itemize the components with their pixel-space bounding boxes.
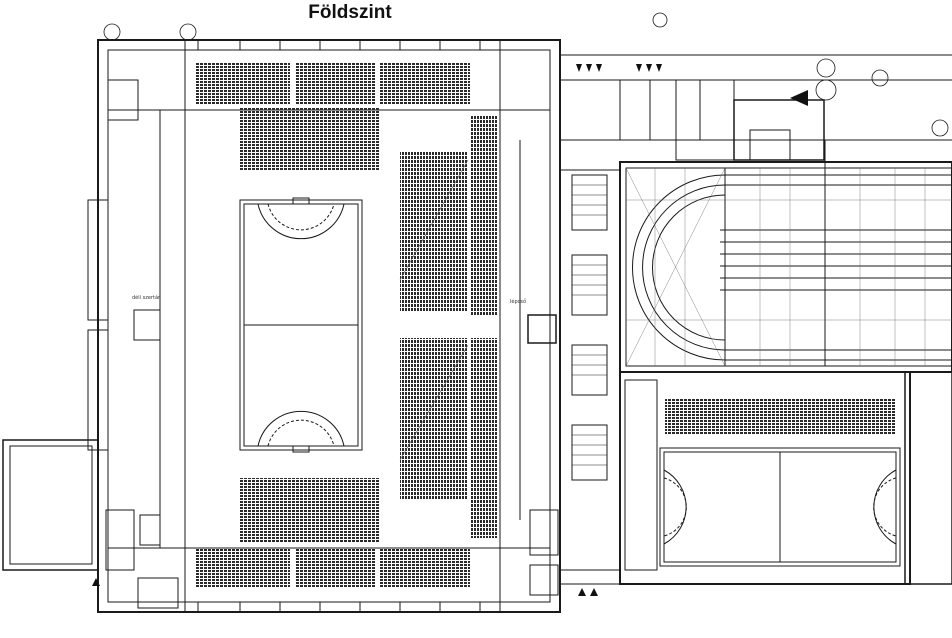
left-annex [2, 79, 161, 571]
trees [103, 12, 949, 137]
athletics-hall [619, 140, 952, 373]
north-arrows [576, 64, 808, 106]
north-wing [560, 54, 952, 161]
training-stand [665, 398, 895, 434]
main-court [239, 197, 363, 453]
south-arrows [92, 578, 598, 596]
column-grid [197, 40, 481, 612]
bottom-stand [195, 478, 470, 588]
right-stand [399, 115, 498, 538]
south-edge [98, 509, 952, 613]
room-label-left: déli szertár [132, 294, 161, 301]
drawing-title: Földszint [308, 2, 392, 23]
room-label-center: lépcső [510, 298, 526, 305]
top-stand [195, 62, 470, 170]
